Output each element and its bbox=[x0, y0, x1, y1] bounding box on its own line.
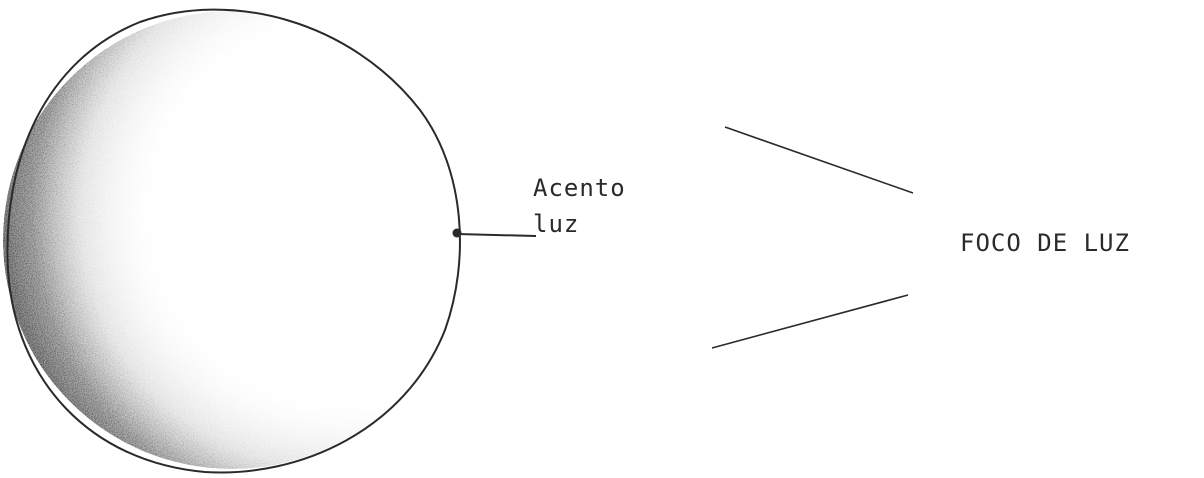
light-source-label: FOCO DE LUZ bbox=[960, 229, 1130, 257]
sphere-outline bbox=[6, 8, 461, 474]
highlight-label-line1: Acento bbox=[533, 174, 626, 202]
highlight-label-line2: luz bbox=[533, 210, 579, 238]
light-ray-lower bbox=[711, 294, 909, 349]
highlight-point bbox=[452, 228, 462, 238]
sphere-shadow bbox=[3, 11, 461, 469]
highlight-leader-line bbox=[456, 233, 537, 237]
light-ray-upper bbox=[724, 126, 914, 194]
